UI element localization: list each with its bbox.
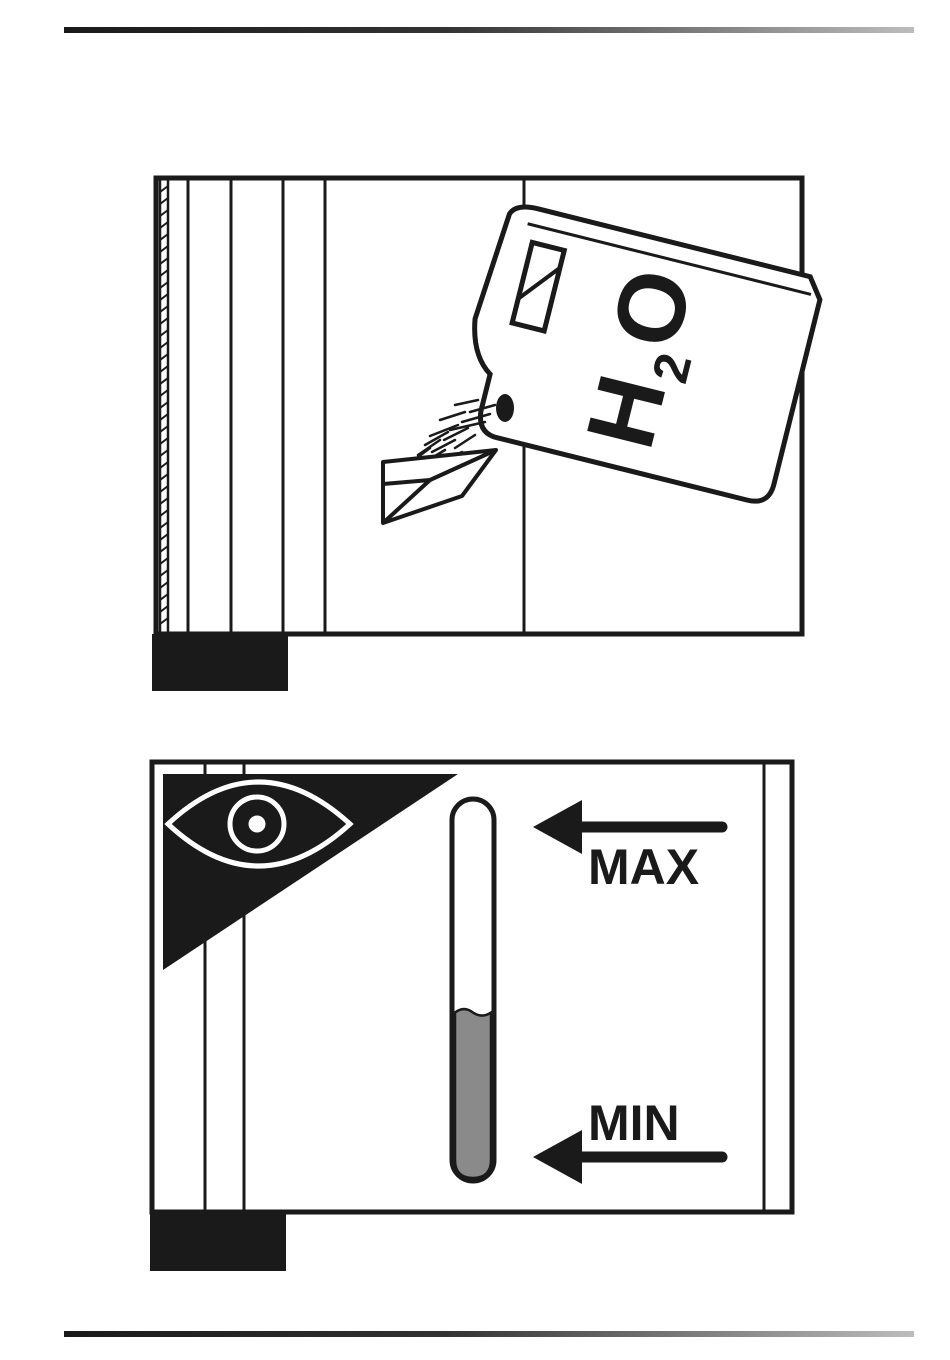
water-fluid: [455, 1009, 491, 1178]
min-label: MIN: [588, 1095, 680, 1151]
bottom-rule: [64, 1331, 914, 1337]
bottom-step-tab: [150, 1214, 286, 1271]
max-label: MAX: [588, 839, 699, 895]
